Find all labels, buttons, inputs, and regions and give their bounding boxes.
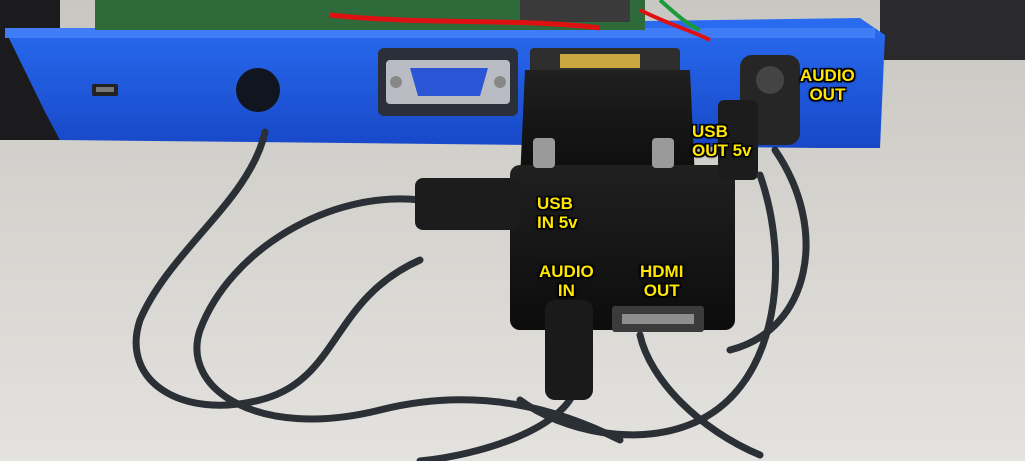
label-audio-out-line1: AUDIO <box>800 66 855 85</box>
label-hdmi-out-line1: HDMI <box>640 262 684 281</box>
label-usb-out-line1: USB <box>692 122 728 141</box>
cable-6 <box>416 386 579 461</box>
thumbscrew-left <box>533 138 555 168</box>
red-wire-2 <box>639 8 711 42</box>
label-audio-in-line2: IN <box>557 281 575 300</box>
cable-3 <box>516 171 780 439</box>
audio-in-plug <box>545 300 593 400</box>
label-hdmi-out: HDMI OUT <box>640 262 683 300</box>
round-hole <box>236 68 280 112</box>
adapter-body <box>510 165 735 330</box>
pcb-chip <box>520 0 630 22</box>
adapter-neck <box>520 70 695 180</box>
usb-out-plug <box>718 100 758 180</box>
label-usb-in: USB IN 5v <box>537 194 578 232</box>
label-audio-in-line1: AUDIO <box>539 262 594 281</box>
cable-5 <box>636 331 764 459</box>
cable-2 <box>193 195 624 444</box>
vga-connector <box>410 68 488 96</box>
dark-background-right <box>880 0 1025 60</box>
label-hdmi-out-line2: OUT <box>643 281 680 300</box>
red-wire <box>329 12 601 31</box>
label-usb-out: USB OUT 5v <box>692 122 752 160</box>
usb-in-plug <box>415 178 520 230</box>
green-wire <box>658 0 701 32</box>
label-audio-out-line2: OUT <box>809 85 846 104</box>
enclosure-top-edge <box>5 28 875 38</box>
label-usb-in-line1: USB <box>537 194 573 213</box>
thumbscrew-right <box>652 138 674 168</box>
label-usb-out-line2: OUT 5v <box>692 141 752 160</box>
cable-1 <box>132 128 424 409</box>
label-usb-in-line2: IN 5v <box>537 213 578 232</box>
label-audio-in: AUDIO IN <box>539 262 594 300</box>
cable-4 <box>726 146 810 354</box>
label-audio-out: AUDIO OUT <box>800 66 855 104</box>
